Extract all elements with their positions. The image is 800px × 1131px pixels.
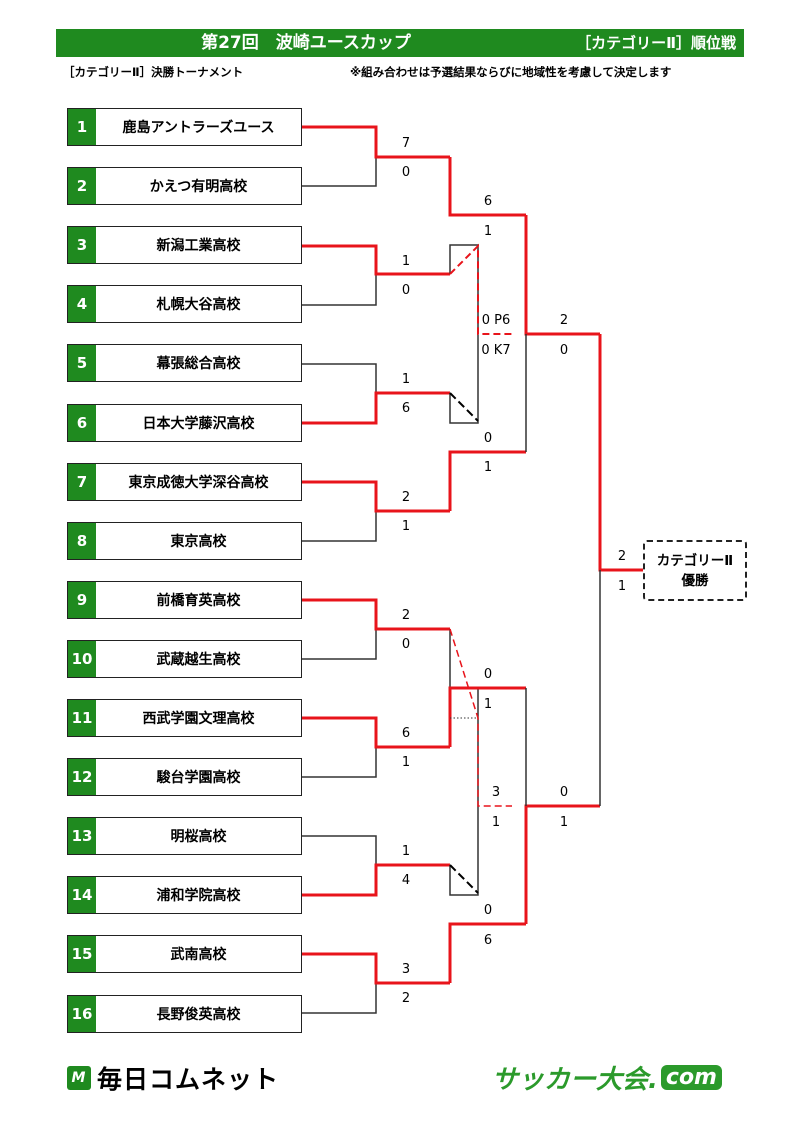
team-name: 武蔵越生高校	[156, 651, 241, 668]
team-row: 7 東京成徳大学深谷高校	[67, 462, 302, 501]
team-row: 6 日本大学藤沢高校	[67, 403, 302, 442]
score: 0	[483, 431, 493, 446]
team-row: 13 明桜高校	[67, 817, 302, 856]
team-row: 1 鹿島アントラーズユース	[67, 108, 302, 146]
champion-sub: 優勝	[681, 572, 709, 589]
team-seed: 11	[68, 700, 96, 736]
team-seed: 16	[68, 995, 96, 1032]
score: 1	[483, 224, 493, 239]
team-row: 2 かえつ有明高校	[67, 167, 302, 206]
team-seed: 15	[68, 936, 96, 973]
team-row: 8 東京高校	[67, 521, 302, 560]
team-name: 駿台学園高校	[156, 770, 241, 787]
team-row: 14 浦和学院高校	[67, 876, 302, 915]
score: 2	[617, 549, 627, 564]
score: 6	[401, 726, 411, 741]
team-name: 明桜高校	[170, 829, 227, 846]
team-row: 15 武南高校	[67, 935, 302, 974]
champion-box: カテゴリーⅡ 優勝	[643, 540, 747, 601]
team-name: 東京高校	[170, 533, 227, 550]
team-row: 4 札幌大谷高校	[67, 285, 302, 324]
pk-score: 1	[491, 815, 501, 830]
team-seed: 5	[68, 345, 96, 382]
team-name: 幕張総合高校	[156, 356, 241, 373]
score: 0	[559, 343, 569, 358]
team-seed: 6	[68, 404, 96, 441]
team-row: 12 駿台学園高校	[67, 758, 302, 797]
team-seed: 9	[68, 581, 96, 618]
soccer-taikai-logo: サッカー大会. com	[492, 1061, 722, 1095]
team-name: 札幌大谷高校	[156, 297, 241, 314]
team-seed: 12	[68, 759, 96, 796]
logo-text: サッカー大会.	[492, 1064, 658, 1095]
team-name: 長野俊英高校	[156, 1006, 241, 1023]
team-seed: 1	[68, 109, 96, 145]
score: 1	[483, 460, 493, 475]
score: 2	[401, 490, 411, 505]
score: 1	[401, 372, 411, 387]
score: 6	[401, 401, 411, 416]
pk-score: 0 K7	[481, 343, 511, 358]
score: 7	[401, 136, 411, 151]
team-name: 武南高校	[170, 947, 227, 964]
logo-text: 毎日コムネット	[97, 1065, 280, 1094]
score: 6	[483, 933, 493, 948]
header-bar: 第27回 波崎ユースカップ ［カテゴリーⅡ］順位戦	[56, 29, 744, 57]
score: 0	[401, 637, 411, 652]
score: 4	[401, 873, 411, 888]
team-seed: 13	[68, 818, 96, 855]
team-name: 日本大学藤沢高校	[142, 415, 255, 432]
team-row: 9 前橋育英高校	[67, 580, 302, 619]
team-name: 新潟工業高校	[156, 238, 241, 255]
category-label: ［カテゴリーⅡ］順位戦	[576, 34, 736, 52]
score: 0	[401, 283, 411, 298]
team-seed: 14	[68, 877, 96, 914]
logo-mark: M	[67, 1066, 91, 1090]
team-seed: 10	[68, 640, 96, 677]
tournament-title: 第27回 波崎ユースカップ	[201, 33, 411, 53]
champion-label: カテゴリーⅡ	[656, 552, 734, 569]
team-row: 10 武蔵越生高校	[67, 639, 302, 678]
score: 2	[401, 608, 411, 623]
team-seed: 2	[68, 168, 96, 205]
team-row: 16 長野俊英高校	[67, 994, 302, 1033]
score: 1	[401, 519, 411, 534]
team-seed: 4	[68, 286, 96, 323]
score: 1	[559, 815, 569, 830]
team-name: 浦和学院高校	[156, 888, 241, 905]
team-seed: 8	[68, 522, 96, 559]
score: 1	[401, 755, 411, 770]
logo-domain: com	[660, 1064, 722, 1090]
team-seed: 3	[68, 227, 96, 264]
score: 1	[401, 844, 411, 859]
team-name: 前橋育英高校	[156, 592, 241, 609]
team-seed: 7	[68, 463, 96, 500]
score: 1	[401, 254, 411, 269]
score: 1	[483, 697, 493, 712]
pk-score: 0 P6	[481, 313, 511, 328]
score: 0	[483, 903, 493, 918]
score: 1	[617, 579, 627, 594]
mainichi-comnet-logo: M 毎日コムネット	[67, 1063, 280, 1094]
score: 2	[559, 313, 569, 328]
team-name: 東京成徳大学深谷高校	[128, 474, 269, 491]
team-name: 西武学園文理高校	[142, 711, 255, 727]
team-row: 3 新潟工業高校	[67, 226, 302, 265]
team-row: 11 西武学園文理高校	[67, 699, 302, 737]
score: 3	[401, 962, 411, 977]
score: 0	[559, 785, 569, 800]
score: 6	[483, 194, 493, 209]
score: 0	[483, 667, 493, 682]
bracket-note: ※組み合わせは予選結果ならびに地域性を考慮して決定します	[350, 65, 672, 79]
pk-score: 3	[491, 785, 501, 800]
team-name: 鹿島アントラーズユース	[122, 120, 275, 136]
team-name: かえつ有明高校	[149, 179, 248, 196]
score: 0	[401, 165, 411, 180]
team-row: 5 幕張総合高校	[67, 344, 302, 383]
bracket-subtitle: ［カテゴリーⅡ］決勝トーナメント	[63, 65, 244, 79]
score: 2	[401, 991, 411, 1006]
